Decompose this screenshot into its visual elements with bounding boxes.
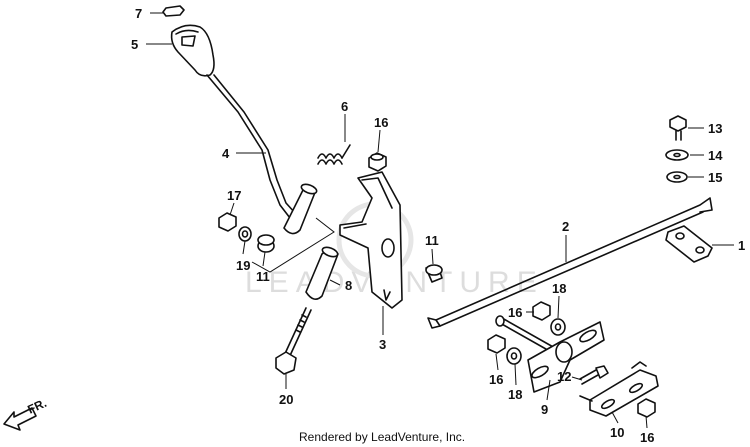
part-16-nut-upper xyxy=(368,152,387,172)
callout-3: 3 xyxy=(379,337,386,352)
part-9-slide-bracket xyxy=(527,321,605,393)
part-1-plate xyxy=(665,225,713,263)
callout-15: 15 xyxy=(708,170,722,185)
part-11-collar-right xyxy=(425,264,443,283)
part-4-lever xyxy=(206,74,297,219)
part-10-plate xyxy=(579,361,659,417)
callout-10: 10 xyxy=(610,425,624,440)
callout-12: 12 xyxy=(557,369,571,384)
callout-16-mid: 16 xyxy=(508,305,522,320)
part-8-sleeve-upper xyxy=(283,183,318,235)
callout-16-upper: 16 xyxy=(374,115,388,130)
part-16-nut-mid xyxy=(532,301,551,321)
callout-11-left: 11 xyxy=(256,269,270,284)
part-19-washer xyxy=(238,226,252,242)
part-5-knob xyxy=(170,24,215,77)
front-direction-arrow xyxy=(3,407,37,431)
callout-16-bottom: 16 xyxy=(640,430,654,445)
part-12-bolt xyxy=(579,365,609,385)
part-11-collar-left xyxy=(257,234,275,253)
callout-9: 9 xyxy=(541,402,548,417)
callout-19: 19 xyxy=(236,258,250,273)
callout-1: 1 xyxy=(738,238,745,253)
callout-13: 13 xyxy=(708,121,722,136)
part-13-bolt xyxy=(669,115,687,141)
leader-lines xyxy=(146,12,734,429)
part-7-cap xyxy=(162,5,185,17)
callout-20: 20 xyxy=(279,392,293,407)
callout-18-upper: 18 xyxy=(552,281,566,296)
callout-14: 14 xyxy=(708,148,723,163)
part-14-washer xyxy=(665,149,689,161)
callout-8: 8 xyxy=(345,278,352,293)
callout-18-lower: 18 xyxy=(508,387,522,402)
callout-4: 4 xyxy=(222,146,230,161)
sleeve-guide-line xyxy=(251,217,335,273)
callout-6: 6 xyxy=(341,99,348,114)
part-18-washer-lower xyxy=(506,347,522,365)
part-17-nut xyxy=(218,212,237,232)
callout-2: 2 xyxy=(562,219,569,234)
callout-16-low: 16 xyxy=(489,372,503,387)
callout-17: 17 xyxy=(227,188,241,203)
part-20-bolt xyxy=(275,307,312,375)
footer-credit: Rendered by LeadVenture, Inc. xyxy=(299,430,465,444)
slider-bolt xyxy=(495,315,556,354)
part-6-spring xyxy=(317,144,351,165)
part-3-bracket xyxy=(339,171,403,309)
part-18-washer-upper xyxy=(550,318,566,336)
part-2-rod xyxy=(427,197,713,329)
front-direction-label: FR. xyxy=(25,396,48,417)
callout-5: 5 xyxy=(131,37,138,52)
callout-7: 7 xyxy=(135,6,142,21)
part-8-sleeve-lower xyxy=(305,246,339,300)
part-16-nut-bottom xyxy=(637,398,656,418)
callout-11-right: 11 xyxy=(425,233,439,248)
part-16-nut-low xyxy=(487,334,506,354)
part-15-washer xyxy=(666,171,688,183)
